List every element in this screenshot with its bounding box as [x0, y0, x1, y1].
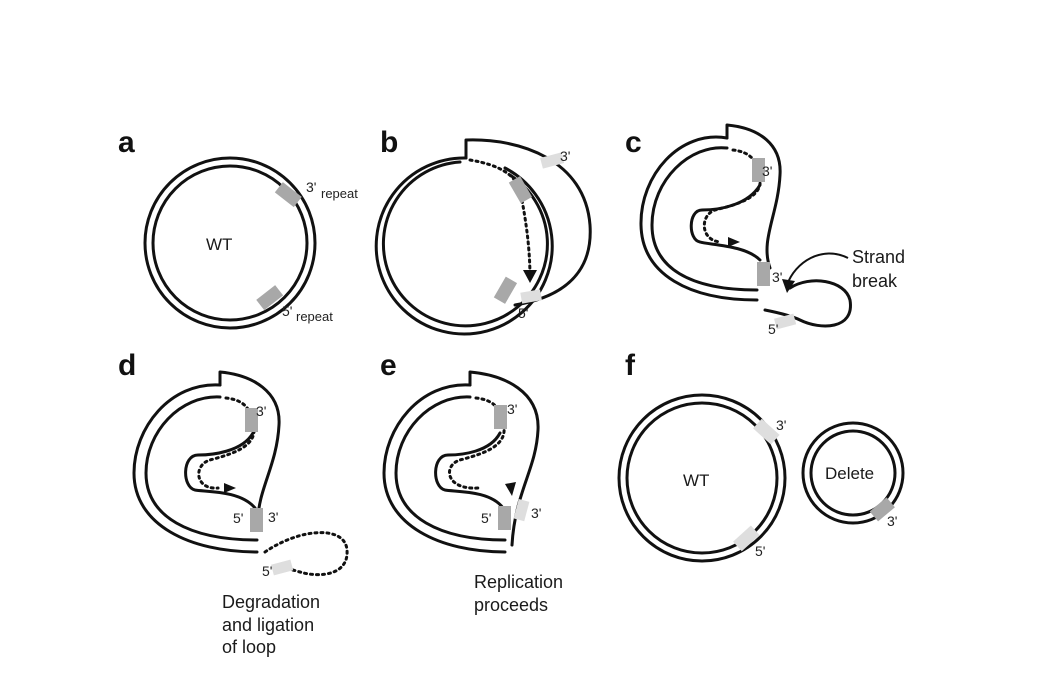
panel-f: f WT 3' 5' Delete 3'	[617, 349, 905, 563]
d-caption-3: of loop	[222, 637, 276, 657]
c-displaced	[725, 123, 782, 270]
panel-letter-b: b	[380, 126, 398, 159]
d-caption-1: Degradation	[222, 592, 320, 612]
inner-strand	[381, 160, 549, 328]
e-3prime-mid: 3'	[531, 505, 541, 521]
outer-strand	[374, 156, 554, 336]
d-5prime-mid: 5'	[233, 510, 243, 526]
panel-e: e 3' 5' 3' Replication proceeds	[380, 349, 563, 615]
d-inner-fold	[184, 431, 257, 510]
d-3prime-top: 3'	[256, 403, 266, 419]
f-wt-5prime: 5'	[755, 543, 765, 559]
wt-circle-outer	[143, 156, 317, 330]
f-wt-repeat-5	[733, 525, 760, 552]
f-wt-circle-outer	[617, 393, 787, 563]
arrowhead-e	[505, 482, 516, 496]
repeat-mid-d	[250, 508, 263, 532]
panel-a: a WT 3' repeat 5' repeat	[118, 126, 358, 330]
repeat-5prime-box	[256, 285, 284, 311]
panel-b: b 3' 5'	[374, 126, 592, 336]
arrowhead-b	[523, 270, 537, 283]
repeat-top-d	[245, 408, 258, 432]
e-5prime-mid: 5'	[481, 510, 491, 526]
repeat-3prime-box	[274, 182, 302, 208]
repeat-light-b2	[520, 289, 542, 304]
f-wt-circle-inner	[625, 401, 779, 555]
repeat-light-d	[271, 559, 294, 576]
wt-circle-inner	[151, 164, 309, 322]
panel-d: d 3' 5' 3' 5' Degradation and ligation o…	[118, 349, 349, 657]
repeat-3prime-word: repeat	[321, 186, 358, 201]
d-5prime-loop: 5'	[262, 563, 272, 579]
panel-letter-f: f	[625, 349, 636, 382]
c-outer-strand	[639, 135, 759, 302]
repeat-light-e	[513, 499, 530, 522]
e-3prime-top: 3'	[507, 401, 517, 417]
repeat-top-e	[494, 405, 507, 429]
c-loop	[763, 279, 852, 328]
f-delete-repeat	[869, 497, 895, 522]
f-delete-3prime: 3'	[887, 513, 897, 529]
c-5prime: 5'	[768, 321, 778, 337]
strand-caption-2: break	[852, 271, 898, 291]
repeat-light-b1	[540, 152, 565, 169]
c-3prime-mid: 3'	[772, 269, 782, 285]
arrowhead-c	[728, 237, 740, 247]
e-caption-2: proceeds	[474, 595, 548, 615]
repeat-top-c	[752, 158, 765, 182]
repeat-5prime-word: repeat	[296, 309, 333, 324]
c-inner-strand	[650, 146, 759, 292]
e-inner-fold	[434, 431, 505, 510]
c-dotted	[702, 148, 762, 244]
d-displaced	[218, 370, 281, 522]
displaced-loop	[464, 138, 592, 307]
b-5prime-label: 5'	[518, 305, 528, 321]
panel-letter-e: e	[380, 349, 397, 382]
f-delete-circle-inner	[809, 429, 897, 517]
f-wt-3prime: 3'	[776, 417, 786, 433]
f-delete-label: Delete	[825, 464, 874, 483]
e-outer-strand	[382, 383, 507, 554]
repeat-3prime-label: 3'	[306, 179, 316, 195]
repeat-mid-c	[757, 262, 770, 286]
e-inner-strand	[394, 395, 507, 542]
panel-letter-a: a	[118, 126, 135, 159]
strand-caption-1: Strand	[852, 247, 905, 267]
f-wt-repeat-3	[753, 418, 780, 445]
b-3prime-label: 3'	[560, 148, 570, 164]
f-wt-label: WT	[683, 471, 709, 490]
strand-break-arrowhead	[782, 279, 795, 293]
d-inner-strand	[144, 395, 259, 542]
strand-break-arrow	[786, 252, 849, 286]
wt-label: WT	[206, 235, 232, 254]
panel-c: c 3' 3' 5' Strand break	[625, 123, 905, 337]
e-caption-1: Replication	[474, 572, 563, 592]
repeat-top-b	[508, 176, 533, 204]
d-3prime-mid: 3'	[268, 509, 278, 525]
arrowhead-d	[224, 483, 236, 493]
f-delete-circle-outer	[801, 421, 905, 525]
repeat-bottom-b	[493, 276, 518, 304]
repeat-mid-e	[498, 506, 511, 530]
d-caption-2: and ligation	[222, 615, 314, 635]
repeat-5prime-label: 5'	[282, 303, 292, 319]
c-3prime-top: 3'	[762, 163, 772, 179]
d-outer-strand	[132, 383, 259, 554]
panel-letter-d: d	[118, 349, 136, 382]
repeat-light-c	[774, 313, 797, 330]
panel-letter-c: c	[625, 126, 642, 159]
